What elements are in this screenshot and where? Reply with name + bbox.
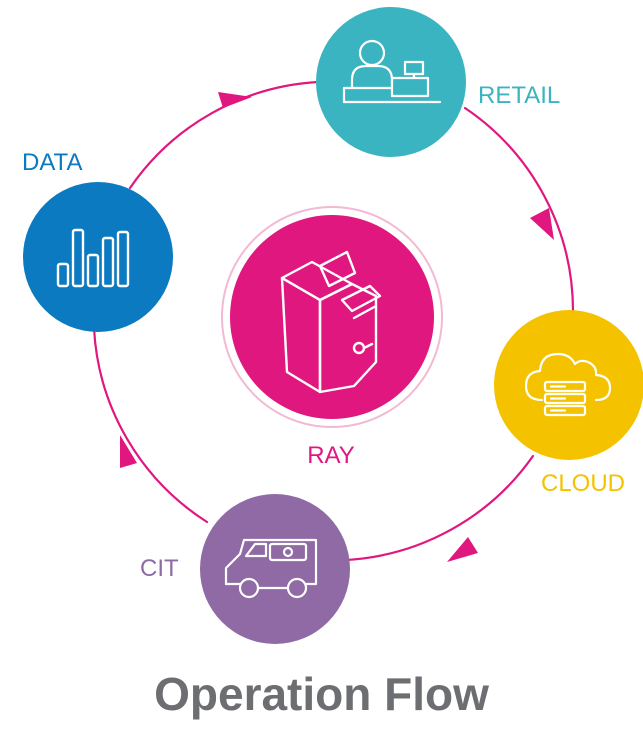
cit-node: CIT — [140, 494, 350, 644]
retail-node: RETAIL — [316, 7, 560, 157]
cloud-node: CLOUD — [494, 310, 643, 497]
ray-label: RAY — [307, 442, 355, 469]
retail-label: RETAIL — [478, 82, 560, 109]
arc-cit-to-data — [92, 326, 209, 524]
cash-van-icon — [224, 538, 318, 599]
cit-label: CIT — [140, 555, 179, 582]
cloud-circle — [494, 310, 643, 460]
ray-circle — [230, 215, 434, 419]
arc-retail-to-cloud — [463, 106, 575, 314]
ray-node: RAY — [221, 206, 443, 469]
arrowheads — [120, 92, 554, 562]
cit-circle — [200, 494, 350, 644]
cloud-label: CLOUD — [541, 470, 625, 497]
cloud-server-icon — [524, 352, 612, 417]
data-label: DATA — [22, 149, 82, 176]
arrowhead-to-retail — [218, 92, 252, 108]
arrowhead-to-data — [120, 435, 137, 468]
arrowhead-to-cloud — [530, 208, 554, 240]
data-node: DATA — [22, 149, 173, 332]
arc-data-to-retail — [128, 80, 320, 190]
arrowhead-to-cit — [447, 537, 478, 562]
cycle-arrows — [92, 80, 575, 562]
bar-chart-icon — [56, 228, 130, 288]
arc-cloud-to-cit — [343, 454, 535, 562]
cash-machine-icon — [280, 250, 382, 394]
page-title: Operation Flow — [154, 668, 489, 720]
cashier-icon — [342, 39, 442, 104]
